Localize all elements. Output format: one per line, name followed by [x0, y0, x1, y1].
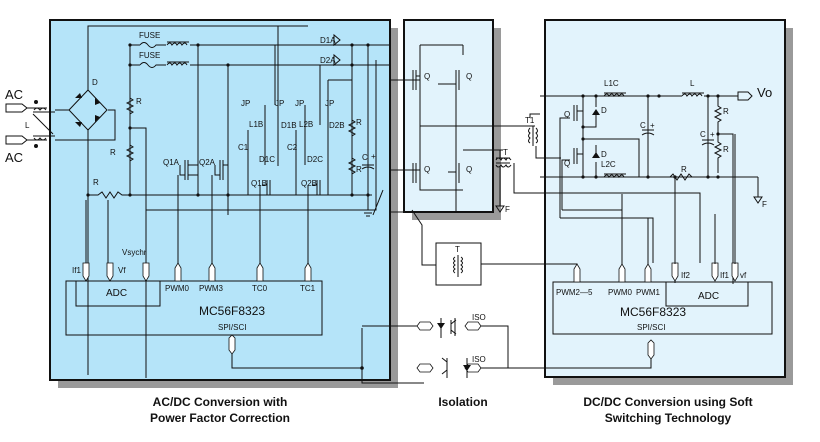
label-l1c: L1C — [604, 79, 619, 88]
pin-pwm2-5-label: PWM2—5 — [556, 288, 593, 297]
label-gate-t: T — [455, 245, 460, 254]
label-l1b: L1B — [249, 120, 263, 129]
label-fuse2: FUSE — [139, 51, 160, 60]
label-l2b: L2B — [299, 120, 313, 129]
dcdc-caption-line1: DC/DC Conversion using Soft — [583, 395, 752, 409]
label-jp3: JP — [295, 99, 304, 108]
acdc-caption-line2: Power Factor Correction — [150, 411, 290, 425]
isolation-wiring — [362, 44, 652, 378]
label-r2: R — [110, 148, 116, 157]
dcdc-adc-label: ADC — [698, 291, 719, 302]
acdc-mcu-name: MC56F8323 — [199, 304, 265, 318]
label-q1b: Q1B — [251, 179, 267, 188]
dcdc-spi-label: SPI/SCI — [637, 323, 665, 332]
acdc-caption-line1: AC/DC Conversion with — [153, 395, 288, 409]
output-vo: Vo — [757, 85, 772, 100]
isolation-block — [403, 19, 494, 213]
label-r2: R — [723, 145, 729, 154]
isolation-labels: Q Q Q Q T1 T F T ISO ISO — [424, 72, 535, 364]
label-cbulk: C — [362, 153, 368, 162]
pin-pwm0-label: PWM0 — [608, 288, 633, 297]
label-d1a: D1A — [320, 36, 336, 45]
label-q2b: Q2B — [301, 179, 317, 188]
label-ground: F — [505, 205, 510, 214]
dcdc-labels: L1C L Vo Q D C + C + R R Q D L2C R F — [564, 79, 772, 209]
dcdc-adc-block — [665, 281, 749, 307]
label-q2: Q — [564, 159, 570, 168]
acdc-mcu-chip — [65, 280, 323, 336]
label-l: L — [25, 121, 30, 130]
acdc-adc-label: ADC — [106, 288, 127, 299]
label-c2: C — [700, 130, 706, 139]
dcdc-caption-line2: Switching Technology — [605, 411, 732, 425]
label-d: D — [92, 78, 98, 87]
label-q4: Q — [466, 165, 472, 174]
label-r3: R — [681, 165, 687, 174]
pin-pwm3-label: PWM3 — [199, 284, 224, 293]
acdc-component-labels: AC AC L D R R R FUSE FUSE Q1A Q2A JP JP … — [5, 31, 376, 188]
label-d1: D — [601, 106, 607, 115]
label-iso2: ISO — [472, 355, 486, 364]
label-q2a: Q2A — [199, 158, 216, 167]
label-d1b: D1B — [281, 121, 297, 130]
label-jp4: JP — [325, 99, 334, 108]
label-l: L — [690, 79, 695, 88]
label-r4: R — [356, 118, 362, 127]
label-r1: R — [136, 97, 142, 106]
label-q3: Q — [424, 165, 430, 174]
label-q1: Q — [424, 72, 430, 81]
label-jp2: JP — [275, 99, 284, 108]
label-q2: Q — [466, 72, 472, 81]
label-ground: F — [762, 200, 767, 209]
label-cbulk-plus: + — [371, 152, 376, 161]
dcdc-wiring — [540, 91, 763, 284]
label-q1: Q — [564, 110, 570, 119]
dcdc-mcu-name: MC56F8323 — [620, 305, 686, 319]
label-c1: C — [640, 121, 646, 130]
ac-input-bottom: AC — [5, 150, 23, 165]
label-c2: C2 — [287, 143, 298, 152]
pin-if1-label: If1 — [72, 266, 81, 275]
label-d2b: D2B — [329, 121, 345, 130]
dcdc-mcu-chip — [552, 281, 773, 335]
acdc-wiring — [5, 25, 450, 378]
label-t1: T1 — [525, 116, 535, 125]
label-q1a: Q1A — [163, 158, 180, 167]
label-jp1: JP — [241, 99, 250, 108]
dcdc-block — [544, 19, 786, 378]
label-d2a: D2A — [320, 56, 336, 65]
label-d2c: D2C — [307, 155, 323, 164]
dcdc-mcu-pins — [573, 134, 739, 360]
pin-pwm1-label: PWM1 — [636, 288, 661, 297]
pin-vsychr-label: Vsychr — [122, 248, 147, 257]
isolation-caption: Isolation — [438, 395, 487, 409]
label-c1-plus: + — [650, 121, 655, 130]
acdc-spi-label: SPI/SCI — [218, 323, 246, 332]
pin-if1-label: If1 — [720, 271, 729, 280]
acdc-mcu-pins — [82, 262, 424, 384]
label-fuse1: FUSE — [139, 31, 160, 40]
pin-tc0-label: TC0 — [252, 284, 268, 293]
label-r1: R — [723, 107, 729, 116]
label-iso1: ISO — [472, 313, 486, 322]
pin-pwm0-label: PWM0 — [165, 284, 190, 293]
pin-vf-label: vf — [740, 271, 747, 280]
label-d1c: D1C — [259, 155, 275, 164]
label-r3: R — [93, 178, 99, 187]
pin-tc1-label: TC1 — [300, 284, 316, 293]
label-l2c: L2C — [601, 160, 616, 169]
ac-input-top: AC — [5, 87, 23, 102]
label-t: T — [503, 148, 508, 157]
pin-vf-label: Vf — [118, 266, 126, 275]
label-d2: D — [601, 150, 607, 159]
label-r5: R — [356, 165, 362, 174]
label-c1: C1 — [238, 143, 249, 152]
acdc-adc-block — [75, 280, 161, 307]
pin-if2-label: If2 — [681, 271, 690, 280]
label-c2-plus: + — [710, 130, 715, 139]
